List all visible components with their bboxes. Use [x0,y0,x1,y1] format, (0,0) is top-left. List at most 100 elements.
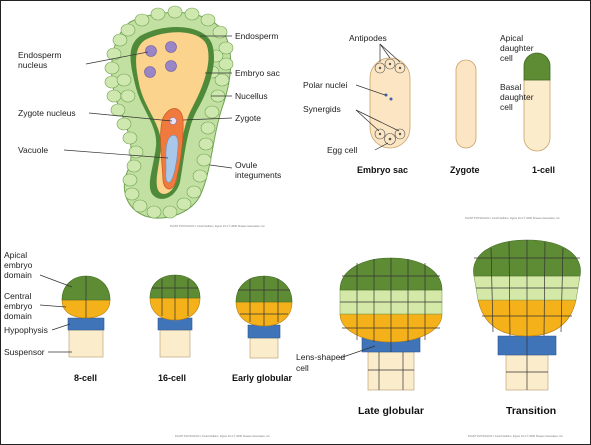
hypophysis-cell [68,318,104,330]
antipode-nucleus [379,67,381,69]
caption-early-globular: Early globular [232,373,293,383]
integument-cell [107,48,121,60]
leader-line [210,165,232,168]
suspensor [368,352,414,390]
label-basal-daughter-1: Basal [500,82,521,92]
endosperm-nucleus [166,61,177,72]
label-central-domain-2: embryo [4,301,33,311]
credit-line: PLANT PHYSIOLOGY, Fourth Edition, Figure… [170,224,266,228]
integument-cell [113,34,127,46]
leader-line [380,44,390,58]
embryo-sac-panel: Antipodes Polar nuclei Synergids Egg cel… [303,33,561,220]
integument-cell [163,206,177,218]
egg-nucleus [389,138,392,141]
endosperm-nucleus [166,42,177,53]
label-endosperm: Endosperm [235,31,278,41]
synergid-nucleus [379,133,381,135]
integument-cell [199,138,213,150]
integument-cell [117,118,131,130]
label-egg-cell: Egg cell [327,145,357,155]
credit-line: PLANT PHYSIOLOGY, Fourth Edition, Figure… [468,434,564,438]
caption-sixteen-cell: 16-cell [158,373,186,383]
label-hypophysis: Hypophysis [4,325,48,335]
zygote-shape [456,60,476,148]
integument-cell [147,206,161,218]
caption-one-cell: 1-cell [532,165,555,175]
integument-cell [127,160,141,172]
integument-cell [151,8,165,20]
integument-cell [123,174,137,186]
ovule-diagram: Endosperm Endosperm nucleus Embryo sac N… [18,6,281,228]
leader-line [40,305,66,307]
integument-cell [197,154,211,166]
apical-daughter-cell [524,53,550,80]
caption-late-globular: Late globular [358,405,424,417]
integument-cell [107,90,121,102]
synergid-nucleus [399,133,401,135]
label-zygote-nucleus: Zygote nucleus [18,108,76,118]
integument-cell [201,14,215,26]
integument-cell [168,6,182,18]
label-antipodes: Antipodes [349,33,387,43]
endosperm-nucleus [145,67,156,78]
integument-cell [133,200,147,212]
integument-cell [125,188,139,200]
label-polar-nuclei: Polar nuclei [303,80,348,90]
label-central-domain-3: domain [4,311,32,321]
integument-cell [123,132,137,144]
caption-zygote: Zygote [450,165,480,175]
polar-nucleus [390,98,393,101]
label-lens-shaped-1: Lens-shaped [296,352,345,362]
antipode-nucleus [399,67,401,69]
label-endosperm-nucleus-1: Endosperm [18,50,61,60]
suspensor [250,338,278,358]
early-embryo-panel: Apical embryo domain Central embryo doma… [4,250,293,438]
hypophysis-cell [248,325,280,338]
credit-line: PLANT PHYSIOLOGY, Fourth Edition, Figure… [465,216,561,220]
caption-eight-cell: 8-cell [74,373,97,383]
label-apical-domain-3: domain [4,270,32,280]
label-lens-shaped-2: cell [296,363,309,373]
integument-cell [205,106,219,118]
label-basal-daughter-3: cell [500,102,513,112]
leader-line [52,324,70,330]
label-endosperm-nucleus-2: nucleus [18,60,47,70]
integument-cell [135,14,149,26]
integument-cell [187,186,201,198]
caption-embryo-sac: Embryo sac [357,165,408,175]
endosperm-nucleus [146,46,157,57]
label-apical-daughter-1: Apical [500,33,523,43]
label-zygote: Zygote [235,113,261,123]
suspensor [69,330,103,357]
label-apical-domain-2: embryo [4,260,33,270]
label-vacuole: Vacuole [18,145,48,155]
label-ovule-integuments-2: integuments [235,170,281,180]
label-central-domain-1: Central [4,291,32,301]
integument-cell [105,76,119,88]
integument-cell [117,74,131,86]
late-embryo-panel: Lens-shaped cell Late globular Transitio… [296,240,581,438]
label-nucellus: Nucellus [235,91,268,101]
label-basal-daughter-2: daughter [500,92,534,102]
integument-cell [185,8,199,20]
antipode-nucleus [389,63,391,65]
label-suspensor: Suspensor [4,347,45,357]
integument-cell [121,24,135,36]
label-apical-domain-1: Apical [4,250,27,260]
basal-daughter-cell [524,80,550,151]
caption-transition: Transition [506,405,556,417]
label-ovule-integuments-1: Ovule [235,160,257,170]
integument-cell [201,122,215,134]
integument-cell [111,104,125,116]
suspensor [160,330,190,357]
integument-cell [121,90,135,102]
label-embryo-sac: Embryo sac [235,68,281,78]
integument-cell [177,198,191,210]
credit-line: PLANT PHYSIOLOGY, Fourth Edition, Figure… [175,434,271,438]
label-synergids: Synergids [303,104,341,114]
label-apical-daughter-2: daughter [500,43,534,53]
integument-cell [193,170,207,182]
integument-cell [105,62,119,74]
label-apical-daughter-3: cell [500,53,513,63]
